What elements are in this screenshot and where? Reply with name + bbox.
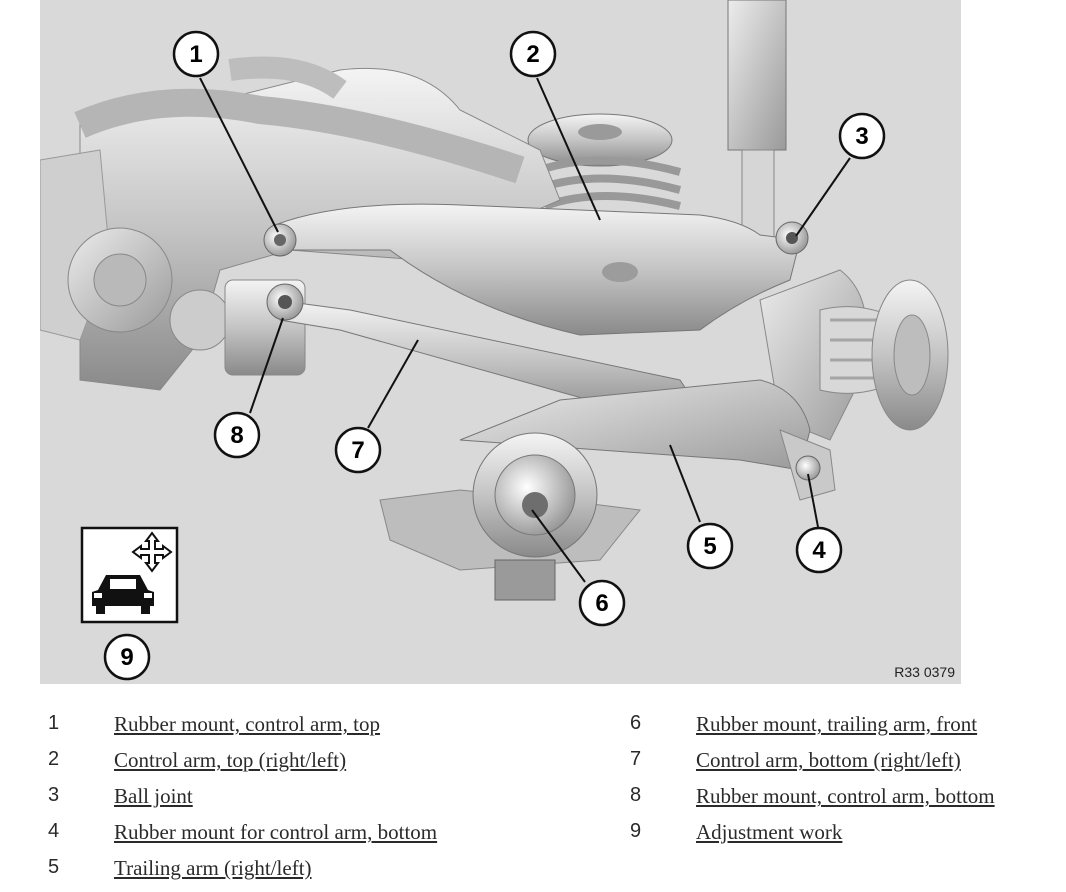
legend-link[interactable]: Ball joint: [114, 784, 193, 808]
move-arrows-icon: [131, 531, 173, 573]
legend-number: 5: [48, 856, 60, 878]
suspension-illustration: 1 2 3 4 5 6 7 8: [40, 0, 949, 681]
callout-2: 2: [509, 30, 557, 78]
legend-number: 7: [630, 748, 642, 770]
callout-3: 3: [838, 112, 886, 160]
legend-number: 8: [630, 784, 642, 806]
shock-absorber: [727, 0, 787, 241]
control-arm-top: [263, 203, 801, 336]
svg-text:7: 7: [351, 437, 364, 464]
trailing-arm: [379, 379, 836, 571]
legend-number: 1: [48, 712, 60, 734]
callout-4: 4: [795, 526, 843, 574]
leader-lines: [199, 77, 851, 583]
differential-flange: [67, 227, 231, 351]
coil-spring: [527, 113, 682, 210]
legend-link[interactable]: Trailing arm (right/left): [114, 856, 312, 880]
legend-link[interactable]: Rubber mount for control arm, bottom: [114, 820, 438, 844]
callout-6: 6: [578, 579, 626, 627]
figure-code: R33 0379: [894, 664, 955, 680]
legend-number: 9: [630, 820, 642, 842]
svg-text:1: 1: [189, 41, 202, 68]
legend-number: 6: [630, 712, 642, 734]
car-icon: [92, 575, 154, 614]
svg-text:6: 6: [595, 590, 608, 617]
adjustment-work-icon: [80, 526, 179, 624]
callout-5: 5: [686, 522, 734, 570]
suspension-diagram: 1 2 3 4 5 6 7 8: [40, 0, 961, 684]
svg-text:3: 3: [855, 123, 868, 150]
legend-link[interactable]: Rubber mount, trailing arm, front: [696, 712, 978, 736]
svg-text:4: 4: [812, 537, 826, 564]
svg-text:5: 5: [703, 533, 716, 560]
legend-number: 2: [48, 748, 60, 770]
svg-text:8: 8: [230, 422, 243, 449]
callout-9: 9: [103, 633, 151, 681]
legend-link[interactable]: Rubber mount, control arm, top: [114, 712, 380, 736]
callout-8: 8: [213, 411, 261, 459]
legend-link[interactable]: Adjustment work: [696, 820, 843, 844]
legend-link[interactable]: Rubber mount, control arm, bottom: [696, 784, 995, 808]
callout-7: 7: [334, 426, 382, 474]
legend-link[interactable]: Control arm, top (right/left): [114, 748, 347, 772]
legend-number: 4: [48, 820, 60, 842]
trailing-arm-front-mount: [472, 432, 598, 601]
legend-link[interactable]: Control arm, bottom (right/left): [696, 748, 961, 772]
legend-number: 3: [48, 784, 60, 806]
callout-1: 1: [172, 30, 220, 78]
svg-text:2: 2: [526, 41, 539, 68]
svg-text:9: 9: [120, 644, 133, 671]
